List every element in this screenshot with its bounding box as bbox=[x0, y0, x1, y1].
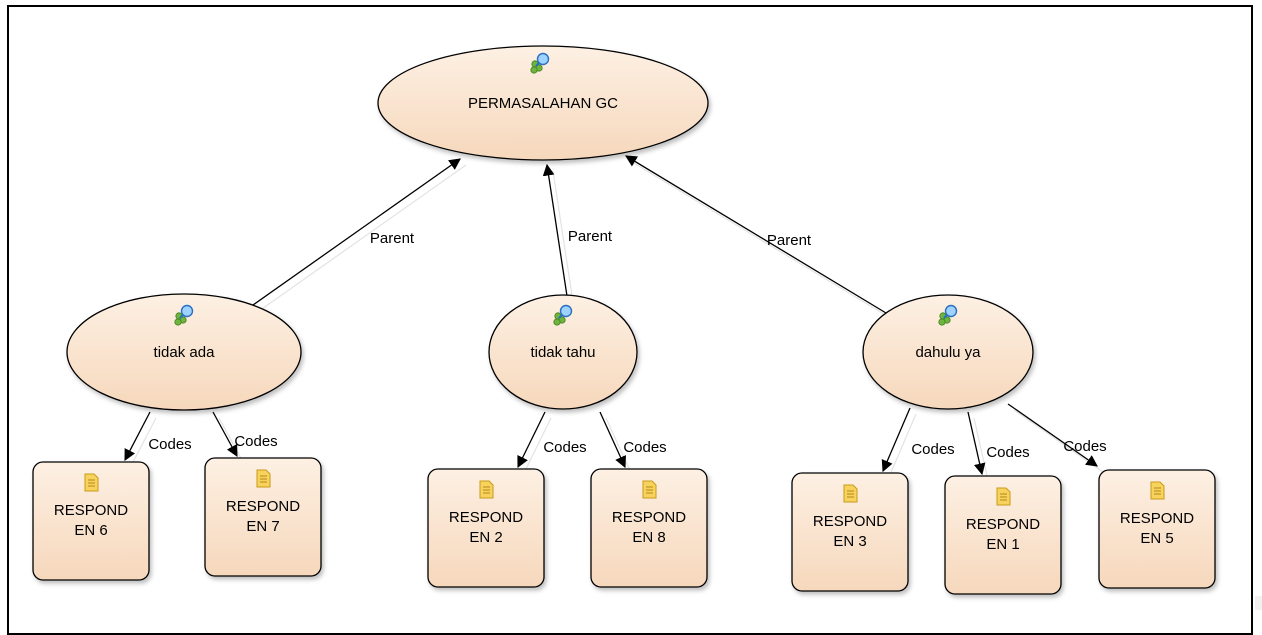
edge-label-parent: Parent bbox=[370, 230, 415, 247]
edge-label-codes: Codes bbox=[543, 439, 586, 456]
node-search-icon bbox=[174, 304, 194, 326]
edge-label-codes: Codes bbox=[148, 436, 191, 453]
codes-edge bbox=[967, 411, 986, 476]
document-icon bbox=[642, 480, 657, 499]
document-node[interactable] bbox=[204, 457, 322, 577]
document-node[interactable] bbox=[32, 461, 150, 581]
child-node[interactable] bbox=[66, 293, 302, 411]
codes-edge bbox=[517, 411, 546, 469]
parent-edge bbox=[252, 158, 461, 306]
document-node[interactable] bbox=[590, 468, 708, 588]
codes-edge bbox=[881, 407, 911, 473]
edge-label-parent: Parent bbox=[568, 228, 613, 245]
document-node[interactable] bbox=[427, 468, 545, 588]
document-node[interactable] bbox=[1098, 469, 1216, 589]
document-icon bbox=[843, 484, 858, 503]
child-node[interactable] bbox=[862, 294, 1034, 410]
document-node[interactable] bbox=[791, 472, 909, 592]
codes-edge bbox=[124, 411, 151, 462]
document-icon bbox=[996, 487, 1011, 506]
child-node[interactable] bbox=[488, 294, 638, 410]
edge-label-codes: Codes bbox=[1063, 438, 1106, 455]
document-icon bbox=[1150, 481, 1165, 500]
node-search-icon bbox=[530, 52, 550, 74]
edge-label-codes: Codes bbox=[234, 433, 277, 450]
child-node-label: tidak ada bbox=[154, 344, 216, 361]
node-search-icon bbox=[938, 304, 958, 326]
root-node[interactable] bbox=[377, 45, 709, 161]
document-node[interactable] bbox=[944, 475, 1062, 595]
edge-label-codes: Codes bbox=[623, 439, 666, 456]
child-node-label: dahulu ya bbox=[915, 344, 981, 361]
codes-edge bbox=[212, 411, 238, 458]
parent-edge bbox=[542, 163, 568, 297]
scrollbar-corner[interactable] bbox=[1255, 596, 1262, 610]
edge-label-parent: Parent bbox=[767, 232, 812, 249]
edge-label-codes: Codes bbox=[911, 441, 954, 458]
node-search-icon bbox=[553, 304, 573, 326]
document-icon bbox=[479, 480, 494, 499]
child-node-label: tidak tahu bbox=[530, 344, 595, 361]
document-icon bbox=[256, 469, 271, 488]
document-icon bbox=[84, 473, 99, 492]
root-node-label: PERMASALAHAN GC bbox=[468, 95, 618, 112]
codes-edge bbox=[599, 411, 626, 469]
edge-label-codes: Codes bbox=[986, 444, 1029, 461]
codes-edge bbox=[1007, 403, 1098, 467]
parent-edge bbox=[624, 155, 887, 314]
